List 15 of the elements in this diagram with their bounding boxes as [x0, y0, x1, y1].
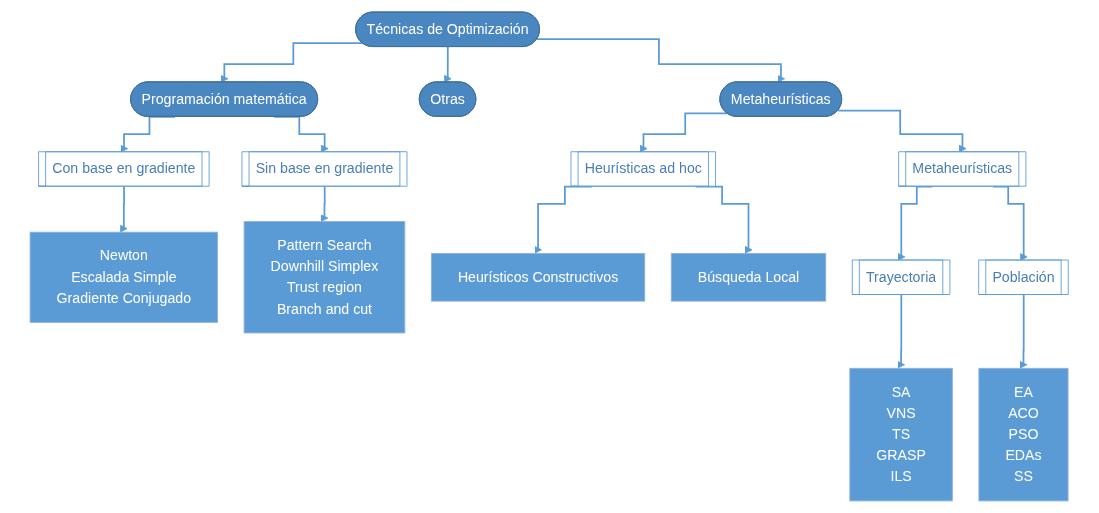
arrow: [837, 109, 967, 153]
arrow: [120, 185, 129, 233]
arrow: [1019, 294, 1028, 369]
node-box: SA VNS TS GRASP ILS: [849, 367, 954, 502]
arrow: [220, 42, 364, 83]
arrow: [444, 46, 453, 83]
node-box: Newton Escalada Simple Gradiente Conjugado: [29, 231, 219, 323]
node-box: EA ACO PSO EDAs SS: [978, 367, 1069, 502]
node-box: Pattern Search Downhill Simplex Trust region Branch and cut: [244, 221, 406, 334]
node-box: Búsqueda Local: [671, 252, 827, 302]
arrow: [320, 185, 329, 222]
node-box: Heurísticos Constructivos: [431, 252, 646, 302]
arrow: [897, 294, 906, 369]
arrow: [536, 38, 786, 83]
arrow: [640, 112, 729, 153]
